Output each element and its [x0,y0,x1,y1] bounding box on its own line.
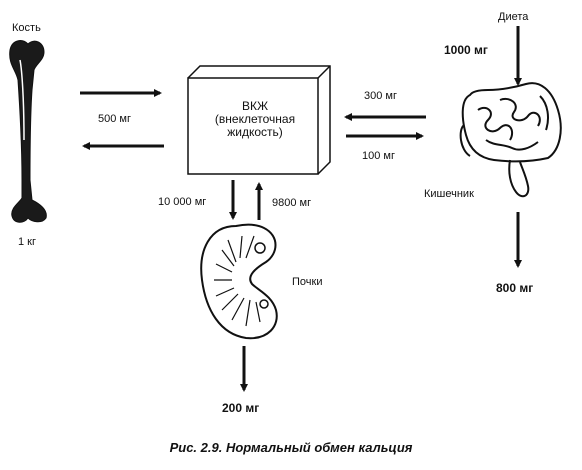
figure-caption: Рис. 2.9. Нормальный обмен кальция [169,440,413,455]
ecf-label-line2: (внеклеточная [214,112,296,126]
bone-amount-label: 1 кг [18,236,36,248]
ecf-box [187,65,331,175]
ecf-label-line3: жидкость) [227,125,283,139]
intestine-loss-label: 800 мг [496,281,534,295]
intestine-out-label: 100 мг [362,150,395,162]
bone-label: Кость [12,22,41,34]
ecf-label: ВКЖ (внеклеточная жидкость) [190,100,320,139]
bone-illustration [9,40,47,223]
kidney-filtered-label: 10 000 мг [158,196,207,208]
diet-amount-label: 1000 мг [444,43,488,57]
kidney-reabsorbed-label: 9800 мг [272,197,312,209]
kidney-illustration [200,223,278,340]
intestine-in-label: 300 мг [364,90,397,102]
urine-label: 200 мг [222,401,260,415]
kidneys-label: Почки [292,276,323,288]
ecf-label-line1: ВКЖ [241,99,269,113]
intestine-label: Кишечник [424,188,474,200]
diet-label: Диета [498,11,529,23]
intestine-illustration [459,82,562,198]
bone-flow-label: 500 мг [98,113,131,125]
